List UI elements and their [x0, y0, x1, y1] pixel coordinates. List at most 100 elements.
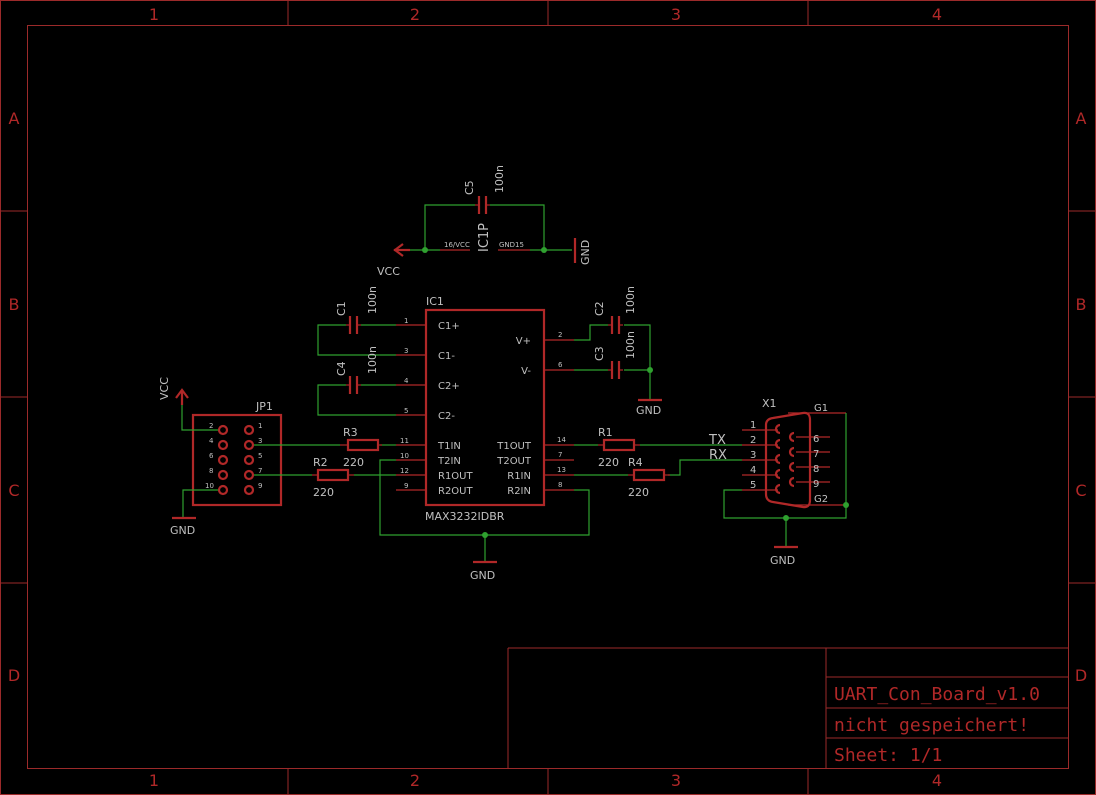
x1-g1: G1 — [814, 403, 828, 414]
ic1-pin-num-3: 3 — [404, 347, 408, 355]
ic1-pin-num-14: 14 — [557, 436, 566, 444]
c3-name: C3 — [593, 346, 606, 361]
ic1-pin-t2in: T2IN — [437, 456, 461, 467]
ic1-pin-num-6: 6 — [558, 361, 563, 369]
gnd-symbol-c3: GND — [636, 398, 662, 417]
ic1-pin-c2p: C2+ — [438, 381, 460, 392]
jp1-pin-1: 1 — [258, 422, 262, 430]
vcc-label-jp1: VCC — [158, 377, 171, 400]
c2-name: C2 — [593, 301, 606, 316]
c5-value: 100n — [493, 165, 506, 193]
r2-value: 220 — [313, 486, 334, 499]
c5-name: C5 — [463, 180, 476, 195]
jp1-pin-6: 6 — [209, 452, 214, 460]
ic1-pin-r1in: R1IN — [507, 471, 531, 482]
r3-value: 220 — [343, 456, 364, 469]
jp1-pin-4: 4 — [209, 437, 214, 445]
ic1-pin-num-11: 11 — [400, 437, 409, 445]
x1-pin-2: 2 — [750, 435, 756, 446]
ic-max3232[interactable]: IC1 MAX3232IDBR 1 3 4 5 11 10 12 9 C1+ C… — [396, 295, 574, 523]
frame-col-top-2: 2 — [410, 5, 420, 24]
vcc-label-top: VCC — [377, 265, 400, 278]
x1-pin-3: 3 — [750, 450, 756, 461]
sheet-number: Sheet: 1/1 — [834, 745, 942, 766]
capacitor-c2[interactable]: C2 100n — [574, 286, 651, 400]
r1-value: 220 — [598, 456, 619, 469]
jp1-name: JP1 — [255, 400, 273, 413]
x1-pin-5: 5 — [750, 480, 756, 491]
frame-col-bottom-2: 2 — [410, 771, 420, 790]
ic1-pin-vminus: V- — [521, 366, 531, 377]
gnd-symbol-top: GND — [573, 238, 592, 265]
ic1-pin-num-4: 4 — [404, 377, 409, 385]
capacitor-c3[interactable]: C3 100n — [574, 331, 653, 379]
x1-gnd-wiring: GND — [723, 413, 849, 567]
resistor-r2[interactable]: R2 220 — [254, 456, 396, 499]
frame-col-bottom-3: 3 — [671, 771, 681, 790]
frame-row-right-d: D — [1075, 666, 1087, 685]
ic1-pin-vplus: V+ — [516, 336, 531, 347]
r3-name: R3 — [343, 426, 358, 439]
x1-pin-4: 4 — [750, 465, 756, 476]
jp1-pin-5: 5 — [258, 452, 262, 460]
resistor-r4[interactable]: R4 220 — [574, 456, 742, 499]
x1-pin-6: 6 — [813, 434, 819, 445]
ic1-pin-t1out: T1OUT — [496, 441, 532, 452]
ic1p-vcc-pin: 16/VCC — [444, 241, 470, 249]
frame-col-bottom-4: 4 — [932, 771, 942, 790]
frame-col-bottom-1: 1 — [149, 771, 159, 790]
gnd-symbol-jp1: GND — [170, 489, 218, 537]
c1-name: C1 — [335, 301, 348, 316]
gnd-label-ic: GND — [470, 569, 495, 582]
vcc-arrow-top: VCC — [377, 243, 410, 278]
capacitor-c4[interactable]: C4 100n — [317, 346, 396, 416]
ic-gnd-bus: GND — [379, 459, 590, 582]
frame-row-left-c: C — [8, 481, 19, 500]
frame-row-left-a: A — [9, 109, 20, 128]
r1-name: R1 — [598, 426, 613, 439]
resistor-r3[interactable]: R3 220 — [254, 426, 396, 469]
ic1-pin-t1in: T1IN — [437, 441, 461, 452]
frame-col-top-3: 3 — [671, 5, 681, 24]
ic-power-section: C5 100n 16/VCC GND15 IC1P VCC GND — [377, 165, 592, 278]
r4-name: R4 — [628, 456, 643, 469]
connector-x1[interactable]: X1 1 2 3 4 5 6 7 8 9 G1 G2 — [742, 397, 846, 509]
ic1-pin-num-2: 2 — [558, 331, 562, 339]
ic1-pin-num-10: 10 — [400, 452, 409, 460]
resistor-r1[interactable]: R1 220 — [574, 426, 742, 469]
ic1-pin-num-9: 9 — [404, 482, 408, 490]
ic1-pin-c2m: C2- — [438, 411, 455, 422]
ic1-pin-num-1: 1 — [404, 317, 408, 325]
project-title: UART_Con_Board_v1.0 — [834, 684, 1040, 705]
gnd-label-top: GND — [579, 240, 592, 265]
frame-row-right-c: C — [1075, 481, 1086, 500]
c3-value: 100n — [624, 331, 637, 359]
gnd-label-jp1: GND — [170, 524, 195, 537]
ic1-pin-num-13: 13 — [557, 466, 566, 474]
ic1p-power-pins[interactable]: 16/VCC GND15 IC1P — [440, 223, 530, 252]
header-jp1[interactable]: JP1 2 4 6 8 10 1 3 5 7 9 — [191, 400, 283, 507]
frame-row-right-b: B — [1076, 295, 1087, 314]
title-block: UART_Con_Board_v1.0 nicht gespeichert! S… — [507, 647, 1068, 768]
jp1-pin-2: 2 — [209, 422, 213, 430]
gnd-label-c3: GND — [636, 404, 661, 417]
ic1-pin-c1p: C1+ — [438, 321, 460, 332]
frame-row-right-a: A — [1076, 109, 1087, 128]
capacitor-c1[interactable]: C1 100n — [317, 286, 396, 356]
save-status: nicht gespeichert! — [834, 715, 1029, 736]
x1-pin-8: 8 — [813, 464, 819, 475]
net-label-rx: RX — [709, 448, 727, 463]
gnd-label-x1: GND — [770, 554, 795, 567]
ic1-pin-t2out: T2OUT — [496, 456, 532, 467]
capacitor-c5[interactable]: C5 100n — [463, 165, 506, 214]
ic1-pin-num-8: 8 — [558, 481, 562, 489]
ic1-pin-num-12: 12 — [400, 467, 409, 475]
vcc-arrow-jp1: VCC — [158, 377, 218, 431]
ic1p-gnd-pin: GND15 — [499, 241, 524, 249]
frame-row-left-d: D — [8, 666, 20, 685]
net-label-tx: TX — [708, 433, 726, 448]
ic1-pin-r1out: R1OUT — [438, 471, 474, 482]
frame-row-left-b: B — [9, 295, 20, 314]
ic1-value: MAX3232IDBR — [425, 510, 505, 523]
c4-value: 100n — [366, 346, 379, 374]
